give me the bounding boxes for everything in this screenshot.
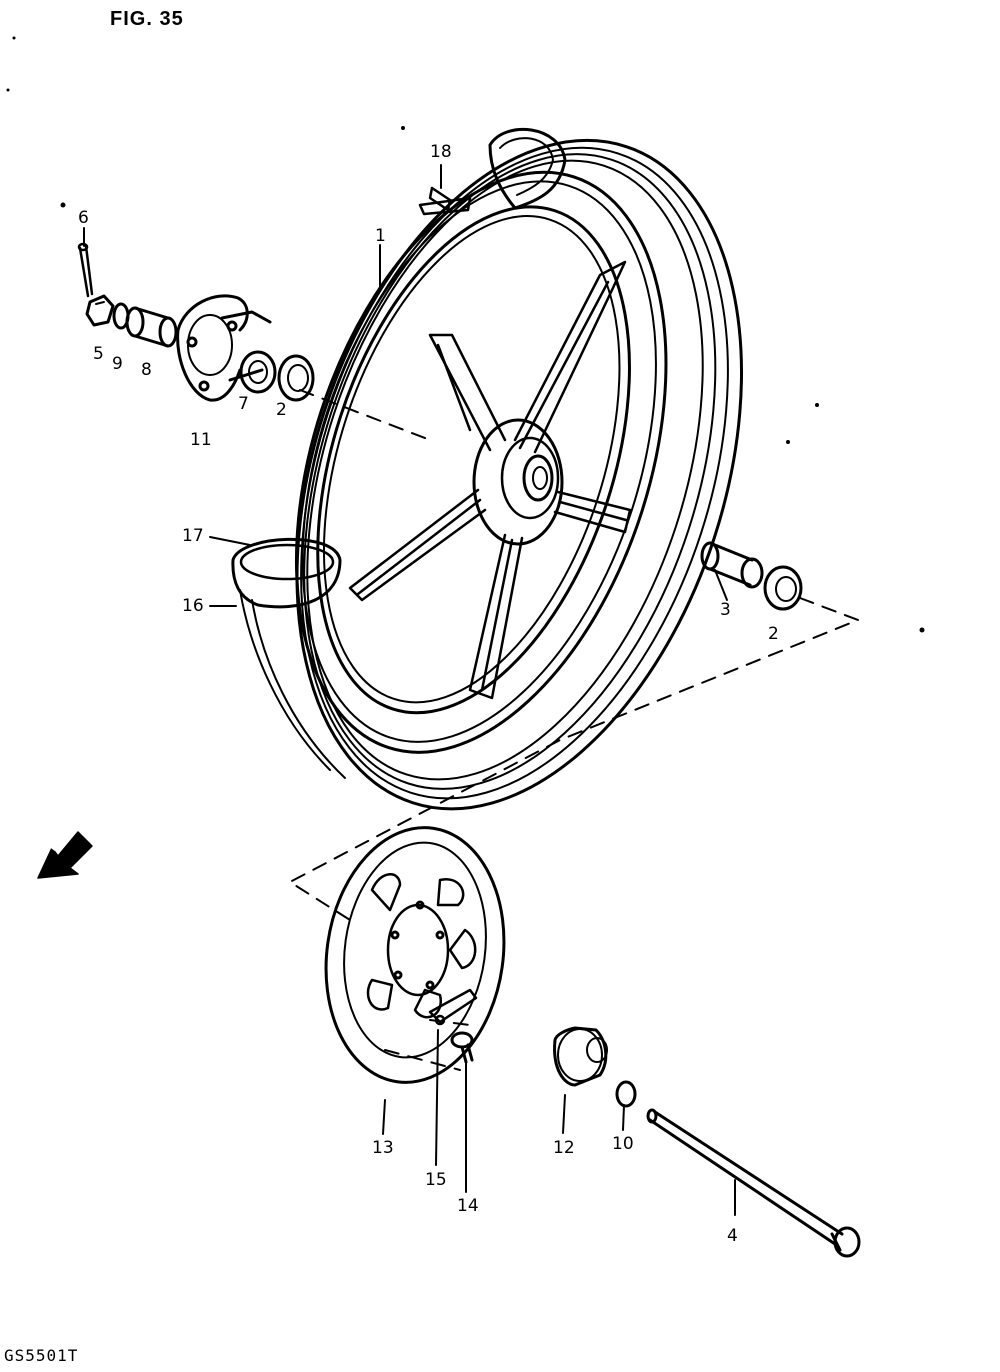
callout-9: 9 — [112, 354, 123, 374]
callout-2-left: 2 — [276, 400, 287, 420]
callout-17: 17 — [182, 526, 204, 546]
tire-tread-line — [306, 159, 704, 781]
axle-nut — [85, 294, 115, 327]
callout-10: 10 — [612, 1134, 634, 1154]
wheel-bearing-right — [763, 565, 803, 611]
speedometer-gearbox — [176, 294, 272, 402]
callout-5: 5 — [93, 344, 104, 364]
wheel-spokes — [348, 260, 632, 700]
rim-outer — [294, 170, 668, 754]
callout-3: 3 — [720, 600, 731, 620]
callout-2-right: 2 — [768, 624, 779, 644]
axle-washer — [615, 1080, 637, 1108]
scan-specks — [6, 36, 925, 633]
callout-14: 14 — [457, 1196, 479, 1216]
wheel-assembly — [294, 138, 743, 811]
callout-16: 16 — [182, 596, 204, 616]
rim-edge — [301, 180, 657, 743]
figure-title: FIG. 35 — [110, 8, 184, 30]
disc-bolt — [450, 1031, 474, 1064]
tire-tread-line — [303, 153, 717, 790]
wheel-hub — [472, 418, 564, 546]
callout-1: 1 — [375, 226, 386, 246]
disc-hub-adapter — [553, 1026, 608, 1087]
tire-valve — [231, 128, 567, 779]
wheel-bearing-left — [277, 354, 315, 402]
callout-18: 18 — [430, 142, 452, 162]
callout-8: 8 — [141, 360, 152, 380]
callout-6: 6 — [78, 208, 89, 228]
callout-4: 4 — [727, 1226, 738, 1246]
callout-12: 12 — [553, 1138, 575, 1158]
callout-15: 15 — [425, 1170, 447, 1190]
cotter-pin — [77, 242, 94, 298]
leader-lines — [83, 164, 736, 1216]
spacer — [125, 306, 178, 348]
front-axle — [646, 1108, 861, 1258]
figure-code: GS5501T — [4, 1346, 79, 1365]
callout-13: 13 — [372, 1138, 394, 1158]
oil-seal — [239, 350, 277, 394]
forward-direction-arrow — [37, 831, 93, 879]
rim-inner-2 — [322, 215, 621, 704]
callout-7: 7 — [238, 394, 249, 414]
brake-disc — [324, 826, 506, 1084]
tire-outline — [295, 138, 743, 811]
callout-11: 11 — [190, 430, 212, 450]
valve-cap — [418, 186, 472, 216]
assembly-lines — [289, 389, 859, 1071]
